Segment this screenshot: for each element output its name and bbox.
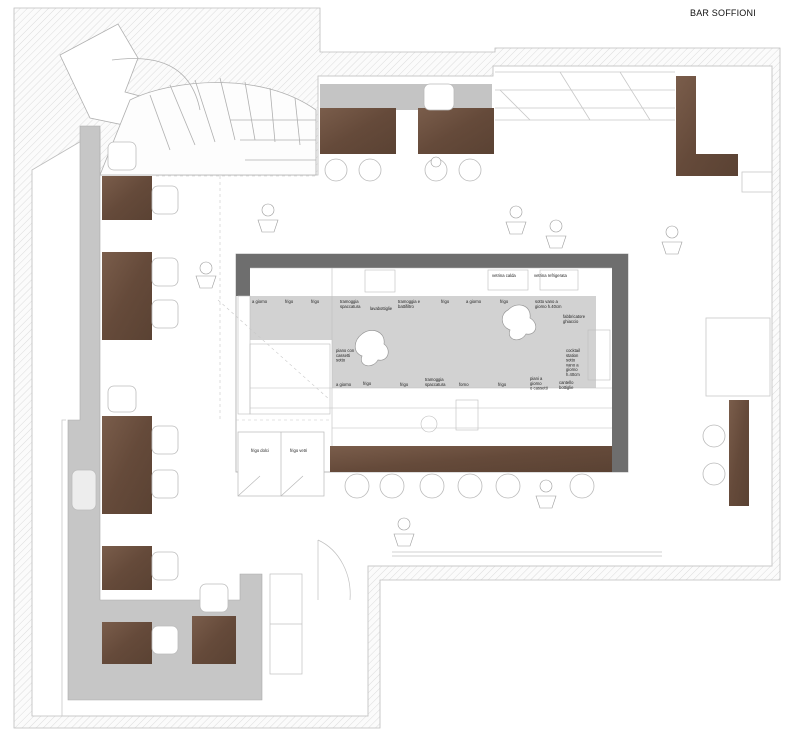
chairs (71, 141, 229, 655)
lower-fridges (237, 431, 325, 497)
top-stools (324, 158, 482, 182)
label-frigo-6: frigo (400, 382, 409, 387)
bar-staff-figures (354, 304, 537, 367)
right-bar (702, 400, 749, 506)
label-frigo-5: frigo (363, 381, 372, 386)
label-a-giorno-3: a giorno (336, 382, 352, 387)
left-bench-counter (67, 125, 263, 701)
label-vetrina-refrigerata: vetrina refrigerata (534, 273, 567, 278)
top-right-glazing (495, 71, 675, 121)
dashed-lines (156, 175, 331, 421)
right-l-counter (676, 76, 738, 176)
label-frigo-3: frigo (441, 299, 450, 304)
label-a-giorno-1: a giorno (252, 299, 268, 304)
interior-outline (61, 65, 773, 717)
label-lavabottiglie: lavabottiglie (370, 306, 393, 311)
label-frigo-7: frigo (498, 382, 507, 387)
label-frigo-2: frigo (311, 299, 320, 304)
spiral-staircase (59, 23, 317, 176)
left-tables (102, 176, 236, 664)
people-figures (195, 156, 683, 547)
drawing-title: BAR SOFFIONI (690, 8, 756, 18)
label-a-giorno-2: a giorno (466, 299, 482, 304)
label-forno: forno (459, 382, 469, 387)
top-counter (320, 83, 494, 154)
label-frigo-4: frigo (500, 299, 509, 304)
doors (269, 539, 662, 675)
label-vetrina-calda: vetrina calda (492, 273, 516, 278)
label-frigo-1: frigo (285, 299, 294, 304)
label-frigo-dolci: frigo dolci (251, 448, 269, 453)
front-stools (344, 473, 595, 499)
label-frigo-vetri: frigo vetri (290, 448, 307, 453)
